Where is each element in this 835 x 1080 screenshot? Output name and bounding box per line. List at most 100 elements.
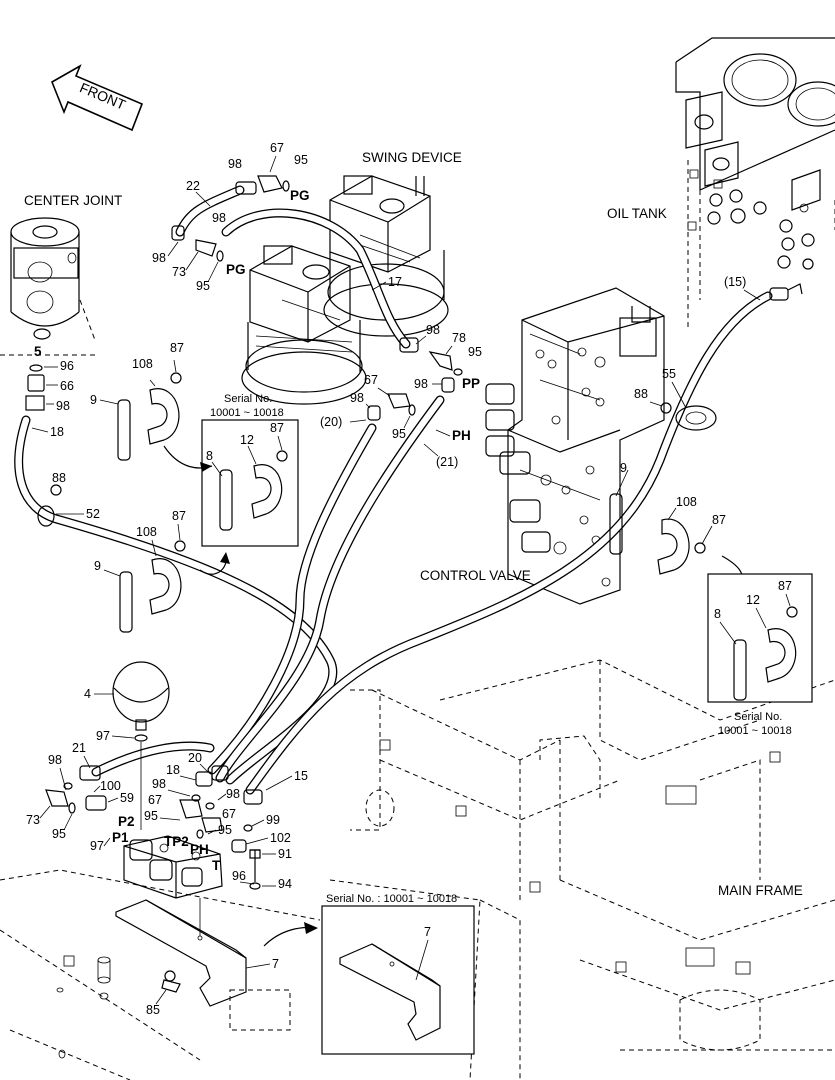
- clamp-52: 88 52: [37, 471, 100, 527]
- part-5: 5: [34, 344, 42, 359]
- part-88-r: 88: [634, 387, 648, 401]
- inset-right-8: 8: [714, 607, 721, 621]
- control-valve: CONTROL VALVE: [420, 287, 665, 605]
- inset-right-87: 87: [778, 579, 792, 593]
- part-15p: (15): [724, 275, 746, 289]
- part-98-cj: 98: [56, 399, 70, 413]
- part-98-m3: 98: [350, 391, 364, 405]
- part-21p: (21): [436, 455, 458, 469]
- port-p1: P1: [112, 830, 129, 845]
- inset-right-serial-1: Serial No.: [734, 711, 782, 723]
- valve-spools: [485, 383, 551, 553]
- inset-bottom-7: 7: [424, 925, 431, 939]
- part-97: 97: [96, 729, 110, 743]
- port-pg-lower: PG: [226, 262, 246, 277]
- part-20p: (20): [320, 415, 342, 429]
- inset-right: 8 12 87 Serial No. 10001 ~ 10018: [707, 573, 813, 737]
- part-108-a: 108: [132, 357, 153, 371]
- tank-fittings: [687, 169, 815, 270]
- part-22: 22: [186, 179, 200, 193]
- inset-left-serial-2: 10001 ~ 10018: [210, 407, 284, 419]
- part-67-m: 67: [364, 373, 378, 387]
- swing-device: SWING DEVICE: [241, 150, 462, 405]
- part-100: 100: [100, 779, 121, 793]
- part-95-m2: 95: [392, 427, 406, 441]
- part-95-b2: 95: [144, 809, 158, 823]
- part-98-t2: 98: [212, 211, 226, 225]
- port-ph-block: PH: [190, 842, 209, 857]
- inset-left-12: 12: [240, 433, 254, 447]
- clamp-set-a: 9 108 87: [90, 341, 184, 461]
- part-97-b: 97: [90, 839, 104, 853]
- part-9-r: 9: [620, 461, 627, 475]
- control-valve-label: CONTROL VALVE: [420, 568, 531, 583]
- part-17: 17: [388, 275, 402, 289]
- inset-bottom-serial: Serial No. : 10001 ~ 10018: [326, 893, 457, 905]
- accumulator: 4 97: [84, 661, 170, 830]
- part-67-b1: 67: [148, 793, 162, 807]
- part-95-t2: 95: [196, 279, 210, 293]
- main-frame-label: MAIN FRAME: [718, 883, 803, 898]
- part-78: 78: [452, 331, 466, 345]
- part-88-l: 88: [52, 471, 66, 485]
- port-tp2: TP2: [164, 834, 189, 849]
- inset-left-8: 8: [206, 449, 213, 463]
- port-pg-upper: PG: [290, 188, 310, 203]
- part-98-b1: 98: [48, 753, 62, 767]
- part-98-m: 98: [426, 323, 440, 337]
- part-73-t: 73: [172, 265, 186, 279]
- inset-left: Serial No. 10001 ~ 10018 8 12 87: [163, 393, 299, 575]
- part-85: 85: [146, 1003, 160, 1017]
- part-87-r: 87: [712, 513, 726, 527]
- part-67-t: 67: [270, 141, 284, 155]
- port-t: T: [212, 858, 221, 873]
- oil-tank: OIL TANK: [607, 37, 835, 330]
- part-15: 15: [294, 769, 308, 783]
- part-20: 20: [188, 751, 202, 765]
- center-joint: CENTER JOINT 5 96 66 98 18: [0, 193, 122, 439]
- part-96: 96: [60, 359, 74, 373]
- part-95-b: 95: [52, 827, 66, 841]
- part-98-t1: 98: [228, 157, 242, 171]
- part-102: 102: [270, 831, 291, 845]
- inset-left-serial-1: Serial No.: [224, 393, 272, 405]
- part-9-b: 9: [94, 559, 101, 573]
- part-98-m2: 98: [414, 377, 428, 391]
- part-59: 59: [120, 791, 134, 805]
- inset-bottom: Serial No. : 10001 ~ 10018 7: [321, 893, 475, 1055]
- port-ph-valve: PH: [452, 428, 471, 443]
- part-52: 52: [86, 507, 100, 521]
- inset-right-12: 12: [746, 593, 760, 607]
- part-21: 21: [72, 741, 86, 755]
- part-98-b3: 98: [226, 787, 240, 801]
- part-7: 7: [272, 957, 279, 971]
- part-9-a: 9: [90, 393, 97, 407]
- port-p2: P2: [118, 814, 135, 829]
- swing-device-label: SWING DEVICE: [362, 150, 462, 165]
- clamp-set-r: 9 108 87: [609, 461, 748, 590]
- part-108-b: 108: [136, 525, 157, 539]
- bracket: 7 85: [115, 899, 318, 1017]
- part-4: 4: [84, 687, 91, 701]
- part-87-a: 87: [170, 341, 184, 355]
- top-fittings: 22 98 67 95 PG 98 98 73 95 PG: [152, 141, 310, 293]
- part-18p: 18: [50, 425, 64, 439]
- part-94: 94: [278, 877, 292, 891]
- inset-left-87: 87: [270, 421, 284, 435]
- part-99: 99: [266, 813, 280, 827]
- mid-fittings: 17 98 78 95 PP 98 67 98 (20) 95 PH (21) …: [320, 275, 803, 469]
- part-87-b: 87: [172, 509, 186, 523]
- part-73-b: 73: [26, 813, 40, 827]
- part-95-m: 95: [468, 345, 482, 359]
- part-95-b3: 95: [218, 823, 232, 837]
- valve-block-fittings: 21 98 100 59 73 95 P2 P1 97 20 18: [26, 741, 308, 936]
- part-55: 55: [662, 367, 676, 381]
- part-67-b2: 67: [222, 807, 236, 821]
- center-joint-label: CENTER JOINT: [24, 193, 122, 208]
- front-arrow: FRONT: [50, 64, 144, 132]
- port-pp: PP: [462, 376, 480, 391]
- valve-bolts: [535, 347, 611, 587]
- part-95-t: 95: [294, 153, 308, 167]
- hoses: [14, 185, 773, 795]
